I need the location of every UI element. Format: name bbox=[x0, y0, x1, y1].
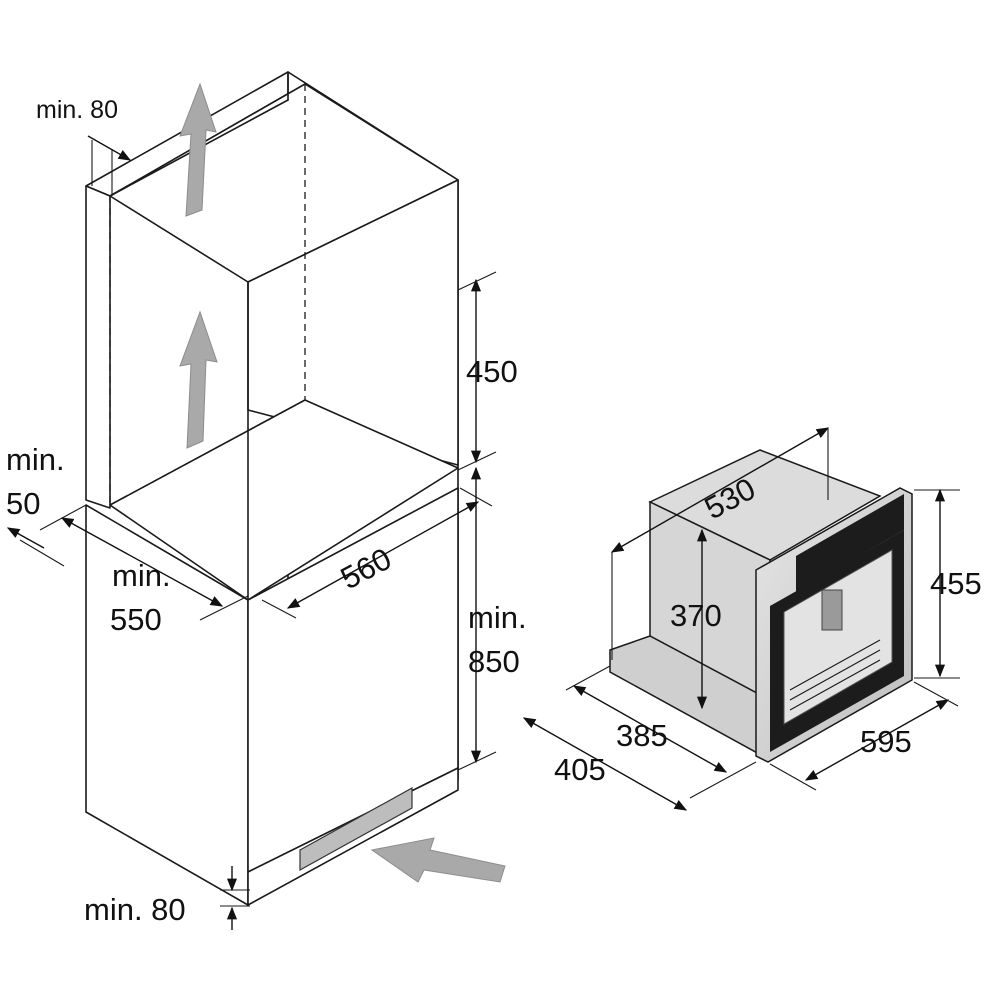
back-gap-label-line1: min. bbox=[6, 442, 65, 477]
tall-cabinet bbox=[85, 71, 459, 906]
appliance-body-depth-label: 385 bbox=[616, 718, 668, 753]
coffee-machine bbox=[609, 449, 913, 763]
appliance-inner-panel bbox=[783, 549, 893, 725]
niche-depth-label-line1: min. bbox=[112, 558, 171, 593]
bottom-gap-label: min. 80 bbox=[84, 892, 186, 927]
airflow-inlet-arrow bbox=[370, 837, 506, 883]
appliance-spout bbox=[821, 589, 843, 631]
base-height-label-line1: min. bbox=[468, 600, 527, 635]
top-gap-label: min. 80 bbox=[36, 96, 118, 124]
cabinet-dimensions: min. 80 min. 50 min. 550 560 450 min. 85… bbox=[6, 96, 527, 930]
appliance-depth-label: 405 bbox=[554, 752, 606, 787]
back-gap-label-line2: 50 bbox=[6, 486, 40, 521]
niche-depth-label-line2: 550 bbox=[110, 602, 162, 637]
appliance-height-label: 455 bbox=[930, 566, 982, 601]
niche-height-label: 450 bbox=[466, 354, 518, 389]
ventilation-grille bbox=[299, 786, 413, 872]
base-height-label-line2: 850 bbox=[468, 644, 520, 679]
airflow-arrows bbox=[179, 82, 506, 883]
airflow-up-arrow-middle bbox=[179, 310, 218, 449]
hidden-edge-floor bbox=[109, 399, 306, 506]
cabinet-left-side bbox=[85, 185, 111, 509]
airflow-up-arrow-top bbox=[179, 82, 217, 217]
appliance-width-label: 595 bbox=[860, 724, 912, 759]
appliance-body-height-label: 370 bbox=[670, 598, 722, 633]
appliance-control-panel bbox=[796, 494, 904, 592]
